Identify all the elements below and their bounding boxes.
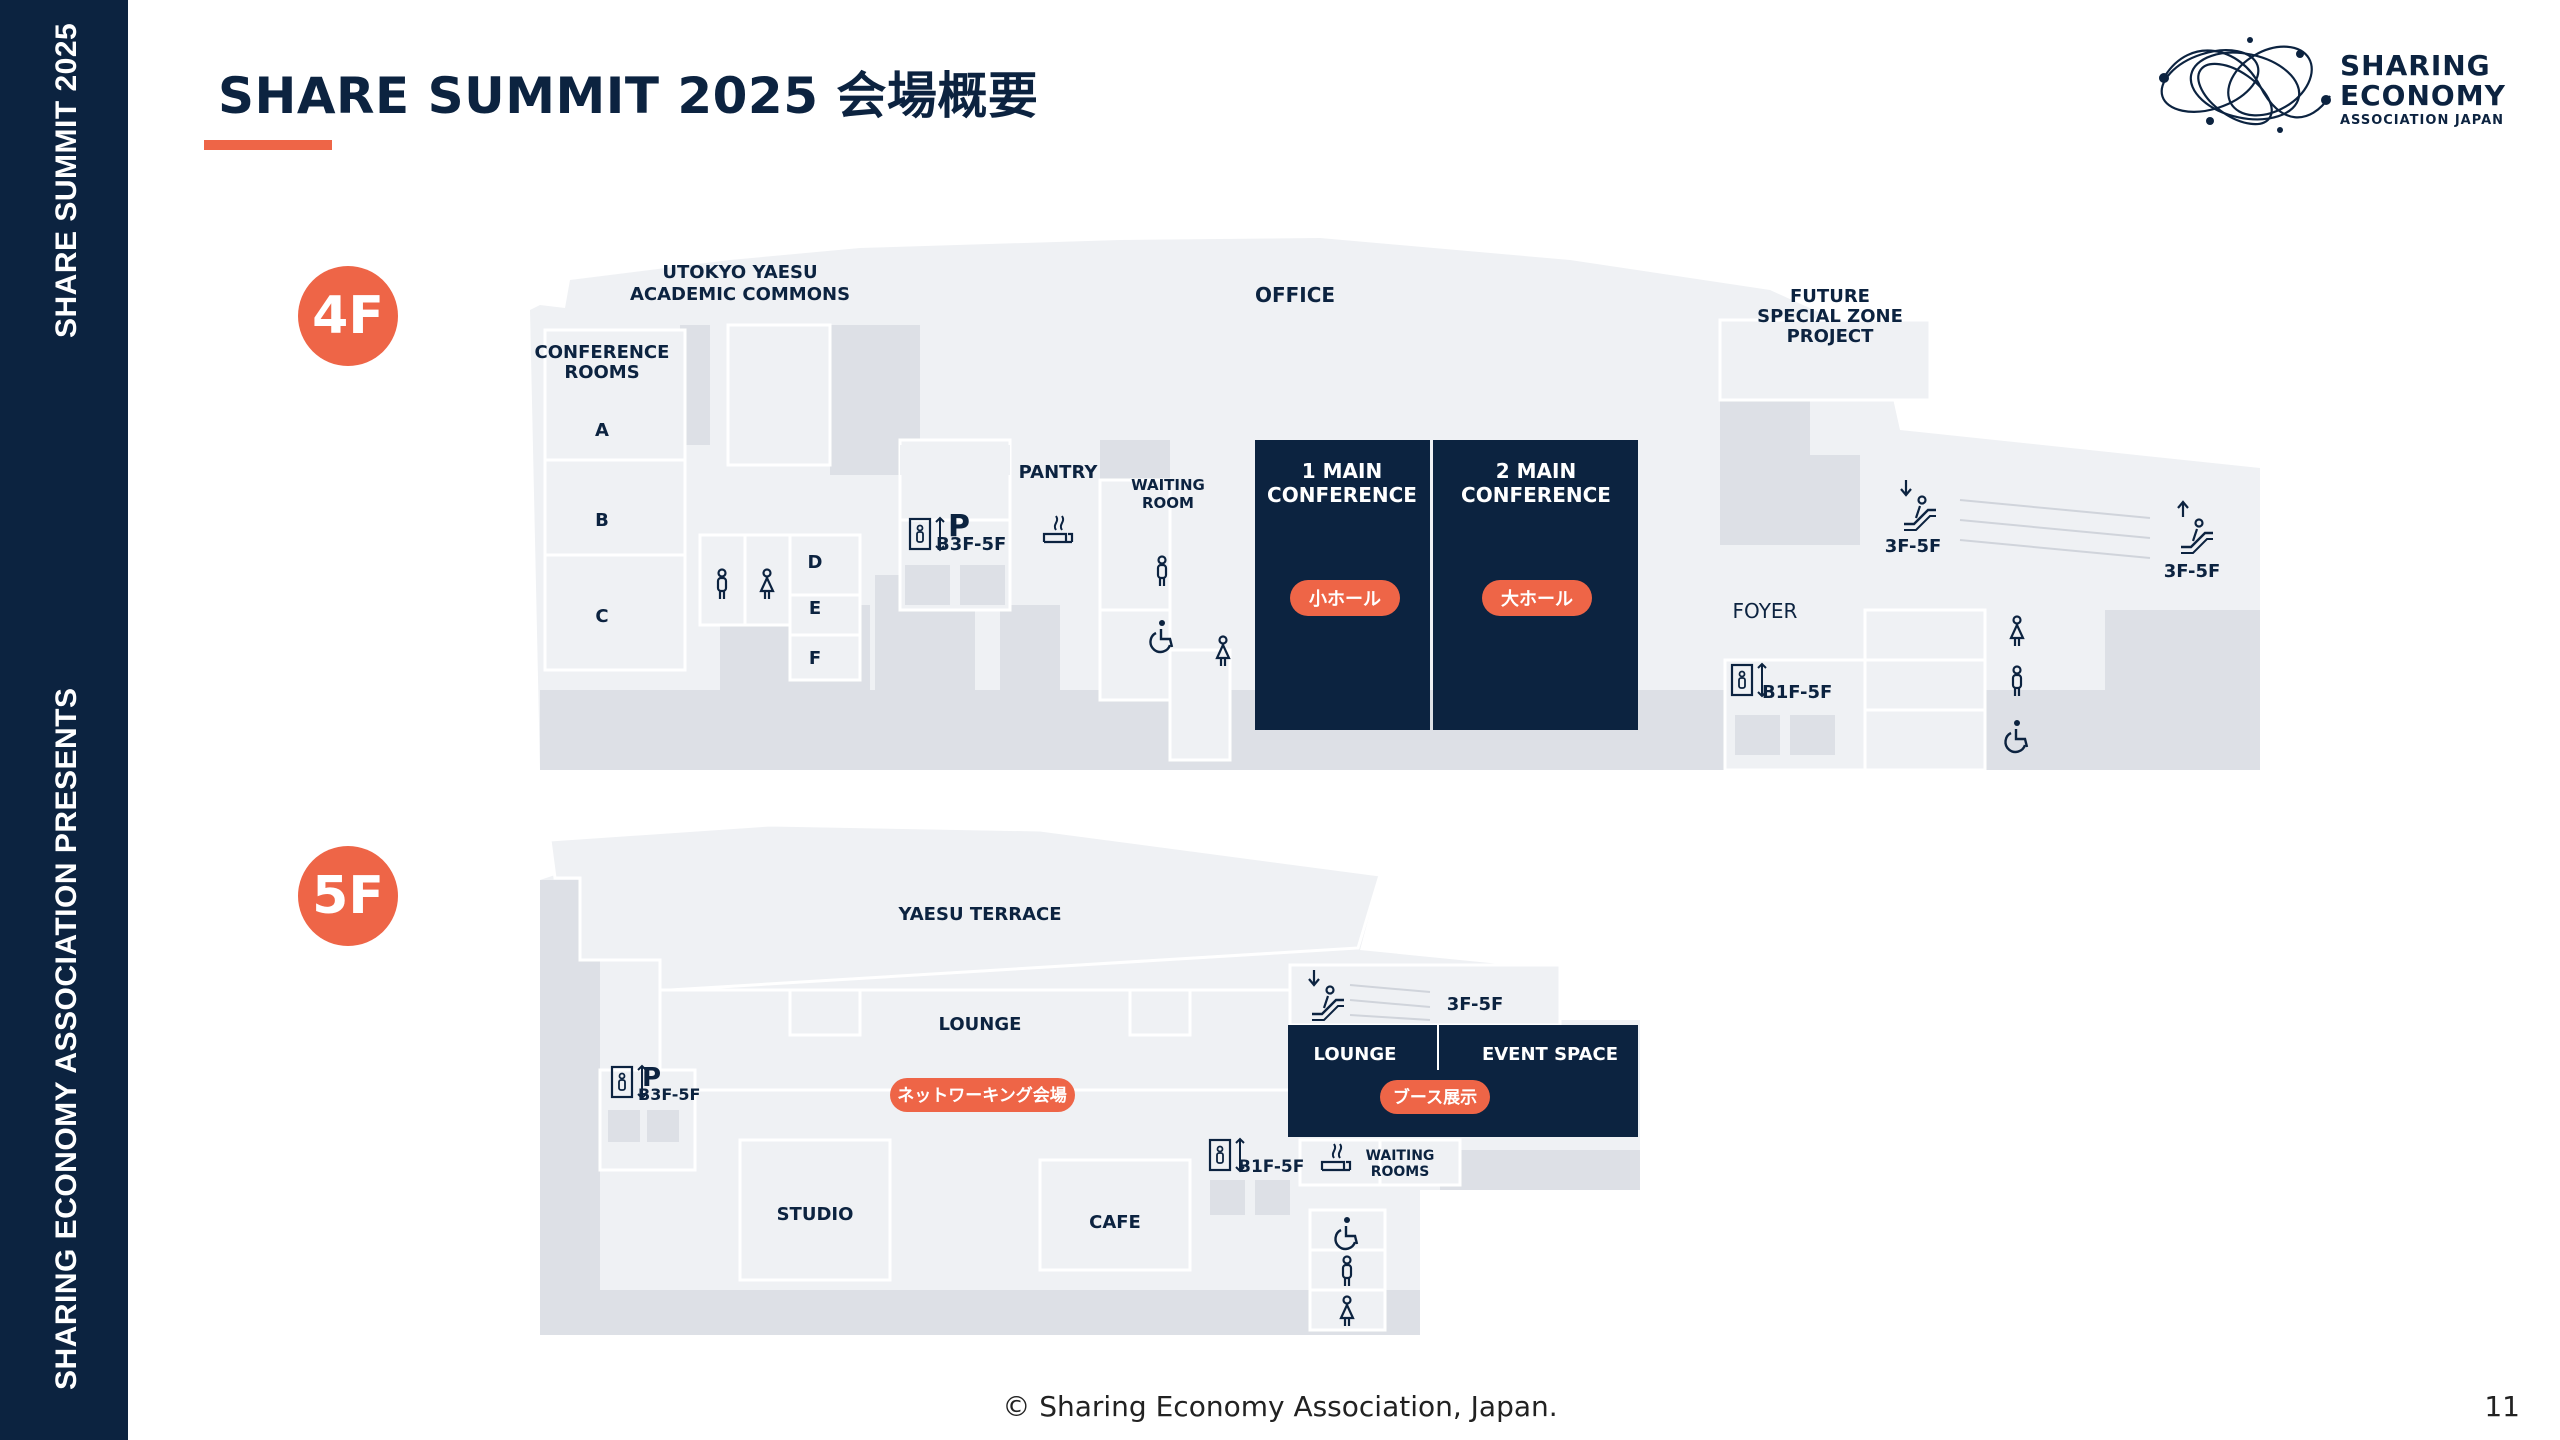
sidebar: SHARE SUMMIT 2025 SHARING ECONOMY ASSOCI… bbox=[0, 0, 128, 1440]
large-hall-label: 大ホール bbox=[1501, 588, 1573, 610]
label-foyer: FOYER bbox=[1733, 599, 1798, 623]
label-escalator-5f: 3F-5F bbox=[1447, 994, 1504, 1015]
logo-line-3: ASSOCIATION JAPAN bbox=[2340, 113, 2505, 128]
label-elevator-right-5f: B1F-5F bbox=[1238, 1157, 1304, 1177]
sidebar-event-name: SHARE SUMMIT 2025 bbox=[50, 22, 83, 338]
label-room-d: D bbox=[808, 552, 823, 573]
label-future-3: PROJECT bbox=[1787, 326, 1875, 347]
label-conference-rooms-2: ROOMS bbox=[564, 362, 639, 383]
footer-copyright: © Sharing Economy Association, Japan. bbox=[1002, 1390, 1558, 1423]
networking-label: ネットワーキング会場 bbox=[897, 1085, 1067, 1106]
label-elevator-right: B1F-5F bbox=[1762, 682, 1832, 703]
label-main-conf-2-b: CONFERENCE bbox=[1461, 483, 1611, 507]
label-event-space: EVENT SPACE bbox=[1482, 1044, 1618, 1065]
label-room-b: B bbox=[595, 510, 609, 531]
label-conference-rooms-1: CONFERENCE bbox=[535, 342, 670, 363]
label-main-conf-2-a: 2 MAIN bbox=[1496, 459, 1576, 483]
floor-badge-4f: 4F bbox=[298, 266, 398, 366]
label-room-c: C bbox=[595, 606, 608, 627]
label-waiting-rooms-1: WAITING bbox=[1366, 1148, 1435, 1164]
label-utokyo-2: ACADEMIC COMMONS bbox=[630, 284, 850, 305]
page-title: SHARE SUMMIT 2025 会場概要 bbox=[218, 67, 1039, 125]
booth-badge bbox=[1380, 1080, 1490, 1114]
label-cafe: CAFE bbox=[1089, 1212, 1141, 1233]
logo-mark-icon bbox=[2159, 37, 2331, 133]
label-waiting-2: ROOM bbox=[1142, 494, 1194, 512]
label-office: OFFICE bbox=[1255, 283, 1335, 307]
label-lounge: LOUNGE bbox=[939, 1014, 1022, 1035]
booth-label: ブース展示 bbox=[1393, 1087, 1477, 1108]
label-main-conf-1-b: CONFERENCE bbox=[1267, 483, 1417, 507]
floor-plan-4f: UTOKYO YAESU ACADEMIC COMMONS OFFICE FUT… bbox=[520, 190, 2270, 784]
logo-line-1: SHARING bbox=[2340, 49, 2491, 82]
label-esc-right: 3F-5F bbox=[2164, 561, 2221, 582]
floor-badge-5f: 5F bbox=[298, 846, 398, 946]
label-esc-left: 3F-5F bbox=[1885, 536, 1942, 557]
label-yaesu-terrace: YAESU TERRACE bbox=[897, 904, 1061, 925]
label-utokyo-1: UTOKYO YAESU bbox=[662, 262, 817, 283]
escalator-down-icon bbox=[1900, 480, 1938, 532]
label-elevator-left: B3F-5F bbox=[936, 534, 1006, 555]
large-hall-badge bbox=[1482, 580, 1592, 616]
floor-plan-5f: YAESU TERRACE LOUNGE STUDIO CAFE 3F-5F W… bbox=[520, 820, 1720, 1344]
logo-wordmark: SHARING ECONOMY ASSOCIATION JAPAN bbox=[2340, 49, 2506, 128]
logo-line-2: ECONOMY bbox=[2340, 79, 2506, 112]
title-underline bbox=[204, 140, 332, 150]
label-room-f: F bbox=[809, 648, 821, 669]
label-pantry: PANTRY bbox=[1019, 462, 1099, 483]
parking-icon: P bbox=[948, 509, 970, 544]
label-main-conf-1-a: 1 MAIN bbox=[1302, 459, 1382, 483]
label-room-e: E bbox=[809, 598, 821, 619]
escalator-down-icon bbox=[1308, 970, 1344, 1021]
label-waiting-rooms-2: ROOMS bbox=[1371, 1164, 1430, 1180]
label-lounge-2: LOUNGE bbox=[1314, 1044, 1397, 1065]
small-hall-label: 小ホール bbox=[1309, 589, 1381, 610]
page-number: 11 bbox=[2484, 1390, 2520, 1423]
label-future-2: SPECIAL ZONE bbox=[1757, 306, 1903, 327]
label-room-a: A bbox=[595, 420, 609, 441]
label-studio: STUDIO bbox=[777, 1204, 854, 1225]
networking-badge bbox=[890, 1078, 1075, 1112]
sea-logo: SHARING ECONOMY ASSOCIATION JAPAN bbox=[2150, 26, 2520, 146]
small-hall-badge bbox=[1290, 580, 1400, 616]
label-future-1: FUTURE bbox=[1790, 286, 1870, 307]
label-waiting-1: WAITING bbox=[1131, 476, 1205, 494]
label-elevator-left-5f: B3F-5F bbox=[638, 1085, 700, 1104]
escalator-up-icon bbox=[2177, 500, 2215, 555]
smoking-area-icon bbox=[1320, 1143, 1352, 1172]
sidebar-presenter: SHARING ECONOMY ASSOCIATION PRESENTS bbox=[50, 687, 83, 1390]
parking-icon: P bbox=[642, 1063, 661, 1093]
